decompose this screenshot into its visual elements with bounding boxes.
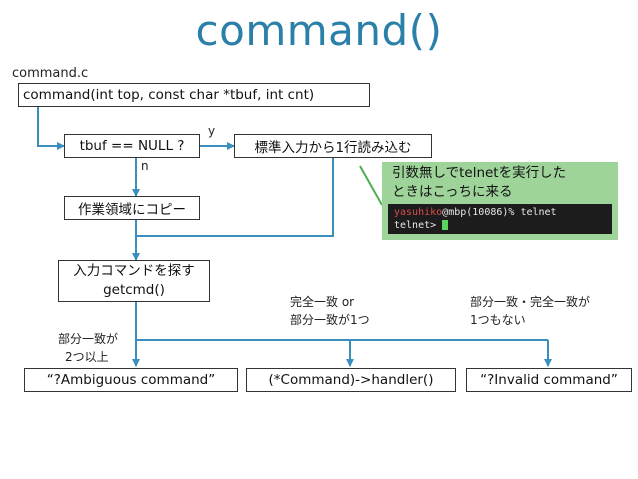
callout-pointer — [359, 165, 383, 206]
edge-label-single-line1: 完全一致 or — [290, 295, 355, 309]
node-signature: command(int top, const char *tbuf, int c… — [18, 83, 370, 107]
callout-line1: 引数無しでtelnetを実行した — [392, 165, 567, 181]
callout-note: 引数無しでtelnetを実行した ときはこっちに来る yasuhiko@mbp(… — [382, 162, 618, 240]
callout-line2: ときはこっちに来る — [392, 184, 513, 200]
edge-label-yes: y — [208, 124, 216, 138]
terminal-prompt: telnet> — [394, 220, 437, 231]
node-invalid: “?Invalid command” — [466, 368, 632, 392]
node-find-command: 入力コマンドを探す getcmd() — [58, 260, 210, 302]
find-command-line2: getcmd() — [103, 282, 165, 298]
terminal-host: @mbp(10086)% — [442, 207, 515, 218]
page-title: command() — [195, 6, 443, 55]
edge-label-multiple-line2: 2つ以上 — [65, 350, 109, 364]
find-command-line1: 入力コマンドを探す — [73, 263, 195, 279]
node-tbuf-check: tbuf == NULL ? — [64, 134, 200, 158]
edge-label-none-line2: 1つもない — [470, 313, 526, 327]
edge-label-single: 完全一致 or 部分一致が1つ — [290, 293, 370, 329]
edge-label-single-line2: 部分一致が1つ — [290, 313, 370, 327]
terminal-snippet: yasuhiko@mbp(10086)% telnet telnet> — [388, 204, 612, 234]
node-handler: (*Command)->handler() — [246, 368, 456, 392]
terminal-line2: telnet> — [394, 219, 606, 232]
edge-stdin-merge — [136, 158, 334, 237]
node-stdin-read: 標準入力から1行読み込む — [234, 134, 432, 158]
terminal-cursor-icon — [442, 220, 449, 230]
filename-label: command.c — [12, 66, 89, 81]
edge-signature-to-check — [37, 106, 65, 150]
edge-label-none: 部分一致・完全一致が 1つもない — [470, 293, 590, 329]
node-ambiguous: “?Ambiguous command” — [24, 368, 238, 392]
edge-label-multiple-line1: 部分一致が — [58, 332, 119, 346]
node-copy-work: 作業領域にコピー — [64, 196, 200, 220]
edge-label-multiple: 部分一致が 2つ以上 — [58, 330, 118, 366]
terminal-line1: yasuhiko@mbp(10086)% telnet — [394, 206, 606, 219]
terminal-command: telnet — [520, 207, 557, 218]
edge-label-none-line1: 部分一致・完全一致が — [470, 295, 591, 309]
callout-text: 引数無しでtelnetを実行した ときはこっちに来る — [392, 164, 566, 202]
terminal-user: yasuhiko — [394, 207, 443, 218]
edge-label-no: n — [141, 159, 149, 173]
